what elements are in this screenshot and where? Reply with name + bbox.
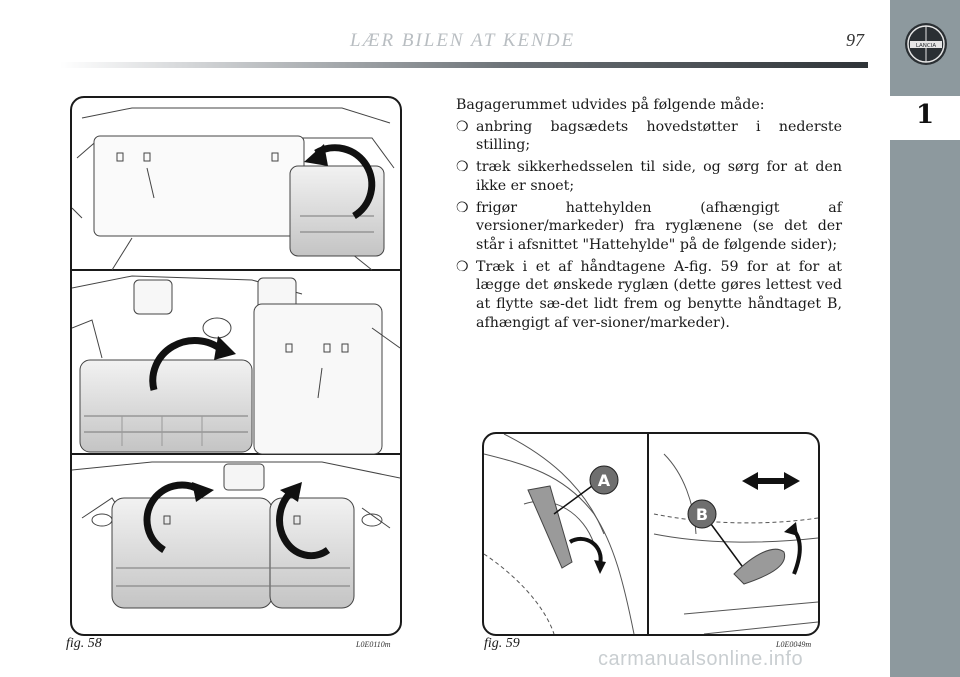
figure-58-illustration [70,96,402,636]
callout-a-marker [589,465,619,495]
list-item: ❍ træk sikkerhedsselen til side, og sørg … [456,158,842,195]
figure-58-code: L0E0110m [356,640,391,649]
list-item: ❍ anbring bagsædets hovedstøtter i neders… [456,118,842,155]
instructions-text: Bagagerummet udvides på følgende måde: ❍… [456,96,842,335]
double-arrow-icon [756,478,786,484]
list-item: ❍ frigør hattehylden (afhængigt af versio… [456,199,842,255]
callout-a-label: A [598,471,611,490]
lever-detail-drawing: A B [484,434,818,634]
chapter-tab [890,96,960,140]
callout-b-marker [687,499,717,529]
bullet-icon: ❍ [456,199,469,216]
list-item-text: frigør hattehylden (afhængigt af version… [476,199,842,253]
figure-59-code: L0E0049m [776,640,812,649]
bullet-icon: ❍ [456,118,469,135]
figure-59-illustration: A B [482,432,820,636]
running-header-title: LÆR BILEN AT KENDE [350,30,576,51]
page-number: 97 [846,30,864,50]
figure-58-caption: fig. 58 [66,636,102,651]
chapter-number: 1 [915,100,935,130]
watermark-text: carmanualsonline.info [598,648,804,670]
logo-text: LANCIA [916,43,937,49]
instruction-list: ❍ anbring bagsædets hovedstøtter i neders… [456,118,842,333]
lancia-logo-icon: LANCIA [905,23,947,65]
bullet-icon: ❍ [456,258,469,275]
seat-folding-drawing [72,107,400,609]
list-item-text: anbring bagsædets hovedstøtter i nederst… [476,118,842,154]
bullet-icon: ❍ [456,159,469,176]
intro-paragraph: Bagagerummet udvides på følgende måde: [456,97,765,113]
list-item-text: træk sikkerhedsselen til side, og sørg f… [476,159,842,194]
list-item-text: Træk i et af håndtagene A-fig. 59 for at… [476,258,842,331]
figure-59-caption: fig. 59 [484,636,520,651]
header-rule [60,62,868,68]
list-item: ❍ Træk i et af håndtagene A-fig. 59 for a… [456,258,842,333]
callout-b-label: B [696,505,708,524]
